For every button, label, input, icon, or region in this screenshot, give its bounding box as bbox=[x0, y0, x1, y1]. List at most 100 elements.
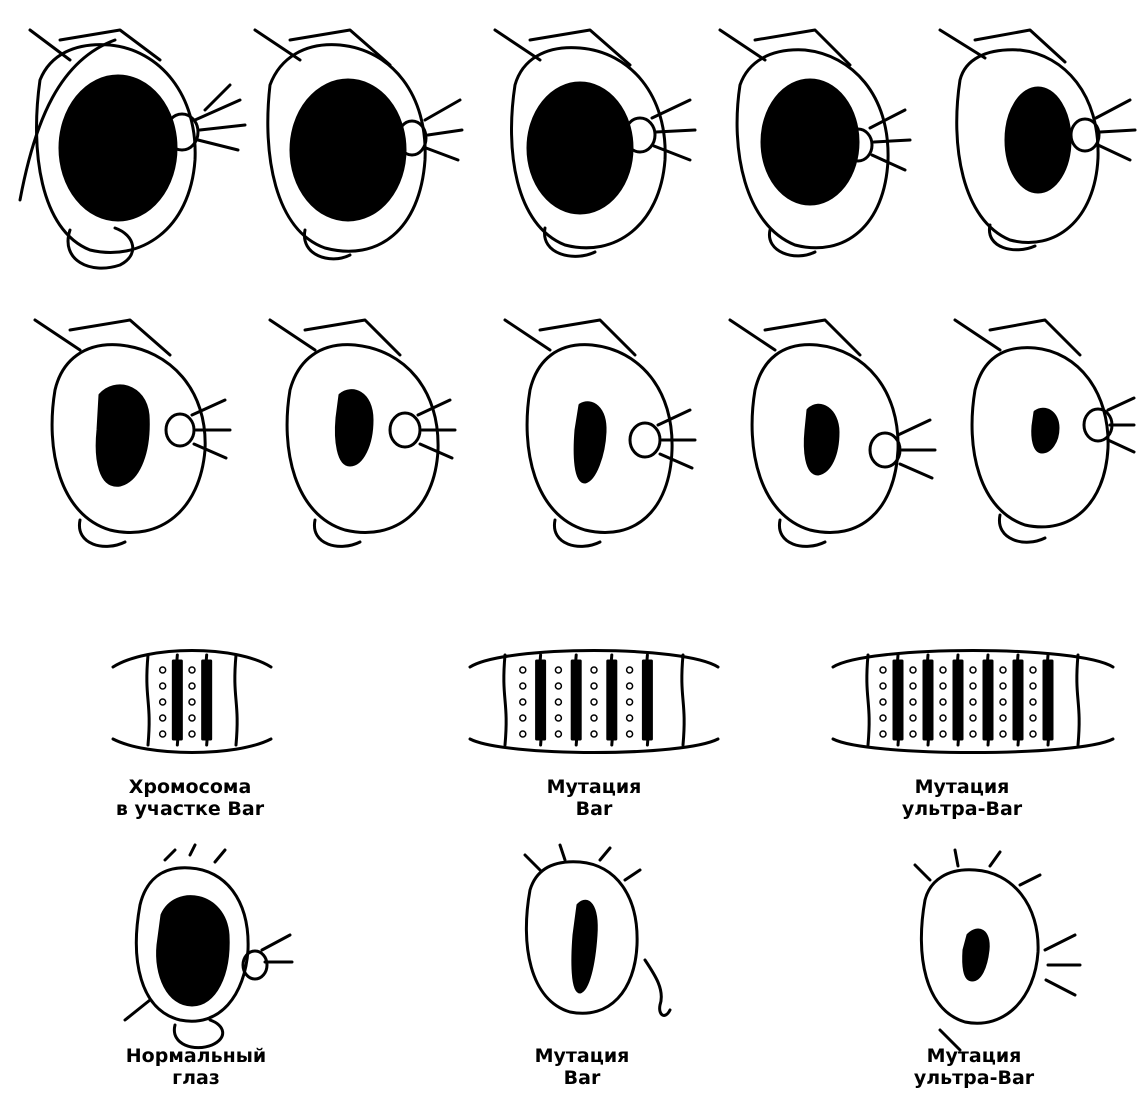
chromosome-granule bbox=[189, 731, 195, 737]
chromosome-granule bbox=[189, 667, 195, 673]
chromosome-dark-band bbox=[894, 661, 902, 739]
chromosome-granule bbox=[910, 715, 916, 721]
chromosome-granule bbox=[1030, 667, 1036, 673]
chromosome-dark-band bbox=[1044, 661, 1052, 739]
eye-ultrabar-eye bbox=[964, 930, 989, 980]
chromosome-granule bbox=[160, 683, 166, 689]
chromosome-dark-band bbox=[572, 661, 580, 739]
chromosome-dark-band bbox=[537, 661, 545, 739]
chromosome-normal bbox=[113, 651, 271, 753]
chromosome-outline-bottom bbox=[470, 739, 718, 753]
chromosome-outline-top bbox=[113, 651, 271, 668]
chromosome-granule bbox=[160, 715, 166, 721]
chromosome-granule bbox=[940, 683, 946, 689]
chromosome-granule bbox=[910, 699, 916, 705]
chromosome-granule bbox=[160, 667, 166, 673]
chromosome-edge bbox=[504, 655, 506, 745]
chromosome-granule bbox=[880, 731, 886, 737]
chromosome-granule bbox=[555, 731, 561, 737]
chromosome-granule bbox=[1000, 667, 1006, 673]
head-4 bbox=[720, 30, 910, 256]
chromosome-granule bbox=[591, 667, 597, 673]
chromosome-granule bbox=[591, 731, 597, 737]
eye-10 bbox=[1033, 409, 1058, 452]
chromosome-granule bbox=[970, 715, 976, 721]
chromosome-granule bbox=[940, 667, 946, 673]
chromosome-granule bbox=[627, 731, 633, 737]
chromosome-granule bbox=[555, 667, 561, 673]
chromosome-edge bbox=[235, 655, 237, 745]
chromosome-granule bbox=[910, 731, 916, 737]
eye-bar-eye bbox=[573, 901, 596, 992]
chromosome-granule bbox=[189, 715, 195, 721]
eye-2 bbox=[291, 80, 405, 220]
chromosome-granule bbox=[940, 731, 946, 737]
chromosome-granule bbox=[910, 683, 916, 689]
chromosome-granule bbox=[910, 667, 916, 673]
chromosome-granule bbox=[627, 715, 633, 721]
caption-eye-bar: Мутация Bar bbox=[482, 1045, 682, 1089]
chromosome-granule bbox=[189, 699, 195, 705]
chromosome-ultrabar bbox=[833, 651, 1113, 753]
chromosome-dark-band bbox=[203, 661, 211, 739]
caption-eye-normal: Нормальный глаз bbox=[96, 1045, 296, 1089]
head-3 bbox=[495, 30, 695, 256]
chromosome-granule bbox=[189, 683, 195, 689]
head-10 bbox=[955, 320, 1134, 542]
chromosome-granule bbox=[1030, 715, 1036, 721]
head-5 bbox=[940, 30, 1135, 250]
chromosome-granule bbox=[880, 667, 886, 673]
eye-6 bbox=[97, 386, 148, 485]
chromosome-dark-band bbox=[984, 661, 992, 739]
chromosome-granule bbox=[160, 699, 166, 705]
eye-4 bbox=[762, 80, 858, 204]
chromosome-granule bbox=[591, 715, 597, 721]
chromosome-granule bbox=[591, 699, 597, 705]
chromosome-granule bbox=[627, 667, 633, 673]
chromosome-granule bbox=[1030, 699, 1036, 705]
chromosome-granule bbox=[970, 699, 976, 705]
head-1 bbox=[20, 30, 245, 268]
head-2 bbox=[255, 30, 462, 259]
chromosome-granule bbox=[940, 715, 946, 721]
eye-normal bbox=[125, 845, 292, 1048]
eye-1 bbox=[60, 76, 176, 220]
chromosome-granule bbox=[970, 667, 976, 673]
chromosome-edge bbox=[1077, 655, 1079, 745]
chromosome-granule bbox=[1000, 699, 1006, 705]
eye-9 bbox=[805, 405, 838, 474]
chromosome-outline-bottom bbox=[833, 739, 1113, 753]
head-9 bbox=[730, 320, 935, 546]
chromosome-bar bbox=[470, 651, 718, 753]
chromosome-granule bbox=[1000, 715, 1006, 721]
chromosome-granule bbox=[1000, 683, 1006, 689]
eye-5 bbox=[1006, 88, 1070, 192]
chromosome-granule bbox=[627, 683, 633, 689]
chromosome-granule bbox=[520, 683, 526, 689]
chromosome-outline-top bbox=[833, 651, 1113, 668]
chromosome-granule bbox=[970, 731, 976, 737]
chromosome-granule bbox=[520, 667, 526, 673]
chromosome-dark-band bbox=[954, 661, 962, 739]
chromosome-granule bbox=[555, 699, 561, 705]
caption-eye-ultrabar: Мутация ультра-Bar bbox=[874, 1045, 1074, 1089]
chromosome-dark-band bbox=[608, 661, 616, 739]
caption-chromosome-bar: Мутация Bar bbox=[494, 776, 694, 820]
chromosome-edge bbox=[147, 655, 149, 745]
eye-7 bbox=[336, 391, 372, 465]
chromosome-granule bbox=[880, 699, 886, 705]
eye-ultrabar bbox=[915, 850, 1080, 1050]
chromosome-granule bbox=[1000, 731, 1006, 737]
chromosome-granule bbox=[1030, 683, 1036, 689]
chromosome-dark-band bbox=[173, 661, 181, 739]
chromosome-granule bbox=[1030, 731, 1036, 737]
chromosome-granule bbox=[880, 715, 886, 721]
chromosome-granule bbox=[970, 683, 976, 689]
caption-chromosome-normal: Хромосома в участке Bar bbox=[90, 776, 290, 820]
chromosome-edge bbox=[682, 655, 684, 745]
eye-8 bbox=[575, 403, 605, 482]
chromosome-granule bbox=[160, 731, 166, 737]
chromosome-granule bbox=[520, 715, 526, 721]
eye-bar bbox=[525, 845, 670, 1015]
